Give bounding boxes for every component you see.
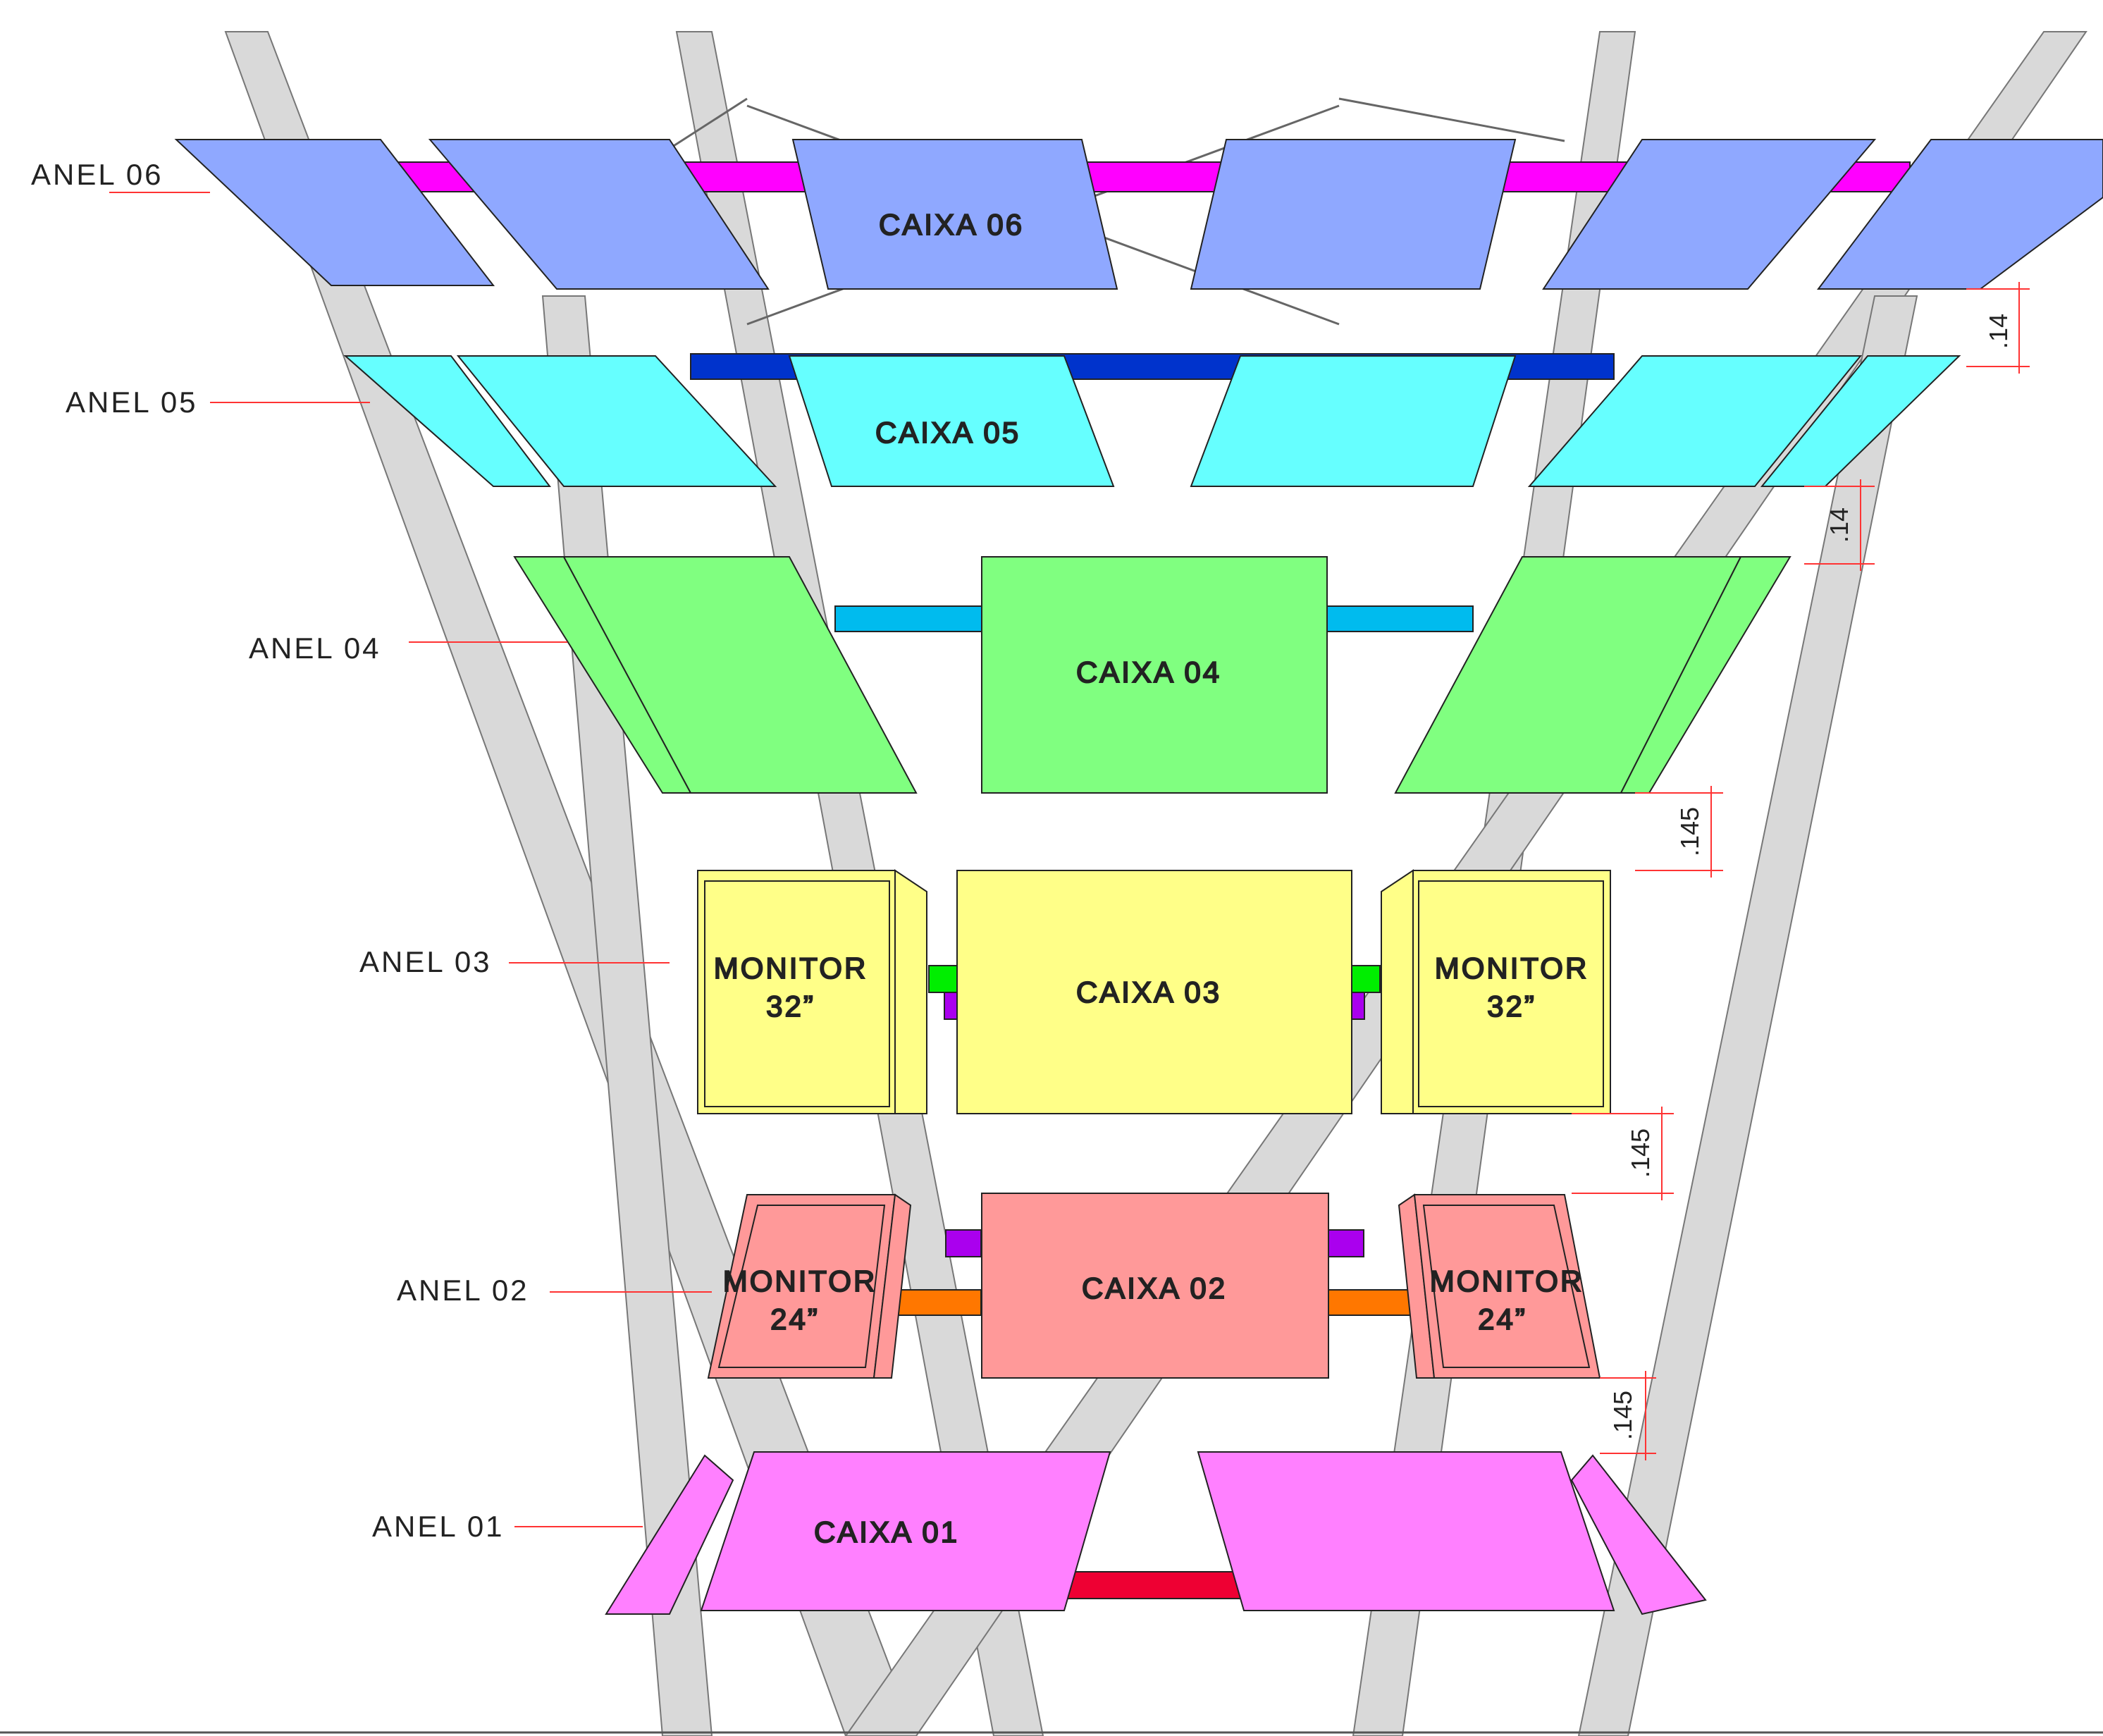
- ring-02: MONITOR 24” CAIXA 02 MONITOR 24”: [707, 1193, 1601, 1379]
- speaker-05-right: [1527, 355, 1863, 487]
- speaker-06-far-left: [174, 139, 495, 286]
- speaker-05-far-left: [343, 355, 552, 487]
- dimension-02-01: .145: [1600, 1371, 1656, 1460]
- monitor-24-left-line2: 24”: [770, 1303, 820, 1336]
- svg-text:.145: .145: [1608, 1391, 1637, 1440]
- monitor-24-right-screen: [1422, 1205, 1591, 1368]
- speaker-04-left: [562, 556, 918, 794]
- monitor-24-left-side: [872, 1193, 912, 1379]
- monitor-24-right-line1: MONITOR: [1430, 1264, 1584, 1298]
- monitor-24-left-line1: MONITOR: [723, 1264, 877, 1298]
- caixa-02: [981, 1193, 1329, 1379]
- monitor-32-left-line1: MONITOR: [714, 952, 868, 985]
- truss-right-outer-lower: [1577, 295, 1918, 1736]
- speaker-06-far-right: [1816, 139, 2103, 290]
- caixa-05: [788, 355, 1115, 487]
- monitor-32-left-line2: 32”: [766, 990, 815, 1023]
- caixa-06-label: CAIXA 06: [879, 208, 1024, 241]
- monitor-32-right-line1: MONITOR: [1435, 952, 1589, 985]
- connector-bar-04-right: [1324, 605, 1474, 632]
- ring-04: CAIXA 04: [513, 556, 1791, 794]
- monitor-32-left-screen: [704, 880, 890, 1107]
- ring-01: CAIXA 01: [605, 1451, 1707, 1615]
- monitor-24-left-screen: [717, 1205, 886, 1368]
- speaker-01-right: [1197, 1451, 1615, 1611]
- connector-bar-03-left-green: [928, 965, 958, 993]
- caixa-01: [700, 1451, 1111, 1611]
- monitor-32-right-line2: 32”: [1487, 990, 1536, 1023]
- svg-text:.145: .145: [1626, 1128, 1655, 1178]
- monitor-24-right-line2: 24”: [1478, 1303, 1527, 1336]
- speaker-06-right: [1542, 139, 1877, 290]
- ring-labels: ANEL 06 ANEL 05 ANEL 04 ANEL 03 ANEL 02 …: [31, 158, 712, 1543]
- ring-06: CAIXA 06: [174, 139, 2103, 290]
- monitor-32-right-side: [1381, 869, 1414, 1114]
- dimension-05-04: .14: [1804, 479, 1875, 571]
- caixa-04: [981, 556, 1328, 794]
- svg-text:.14: .14: [1825, 507, 1854, 543]
- guy-wire: [1338, 97, 1565, 142]
- ring-01-label: ANEL 01: [372, 1510, 505, 1543]
- speaker-01-far-left: [605, 1454, 734, 1615]
- monitor-32-right-screen: [1418, 880, 1604, 1107]
- connector-bar-02-right-purple: [1328, 1229, 1364, 1257]
- ring-02-label: ANEL 02: [397, 1274, 529, 1307]
- monitor-32-left: [697, 870, 896, 1114]
- dimension-06-05: .14: [1966, 282, 2030, 374]
- ring-04-label: ANEL 04: [249, 632, 381, 665]
- svg-text:.145: .145: [1675, 807, 1704, 856]
- ring-05-label: ANEL 05: [66, 386, 198, 419]
- caixa-05-label: CAIXA 05: [875, 416, 1020, 449]
- speaker-05-left: [456, 355, 777, 487]
- speaker-06-left: [428, 139, 770, 290]
- dimension-04-03: .145: [1635, 786, 1723, 878]
- spacing-dimensions: .14 .14 .145 .145 .145: [1572, 282, 2030, 1460]
- dimension-03-02: .145: [1572, 1107, 1674, 1200]
- connector-bar-02-right-orange: [1328, 1289, 1415, 1316]
- connector-bar-03-left-purple: [944, 992, 958, 1020]
- caixa-02-label: CAIXA 02: [1082, 1272, 1227, 1305]
- caixa-06: [791, 139, 1118, 290]
- connector-bar-01: [1063, 1571, 1248, 1599]
- svg-text:.14: .14: [1984, 314, 2013, 349]
- speaker-06-center-right: [1190, 139, 1517, 290]
- connector-bar-02-left-orange: [894, 1289, 982, 1316]
- connector-bar-04-left: [834, 605, 984, 632]
- ring-05: CAIXA 05: [343, 353, 1961, 487]
- ring-03: MONITOR 32” CAIXA 03 MONITOR 32”: [697, 869, 1611, 1114]
- connector-bar-02-left-purple: [945, 1229, 982, 1257]
- caixa-03: [956, 870, 1352, 1114]
- monitor-32-left-side: [894, 869, 927, 1114]
- speaker-05-center-right: [1190, 355, 1517, 487]
- ring-03-label: ANEL 03: [359, 945, 492, 978]
- caixa-01-label: CAIXA 01: [814, 1515, 959, 1549]
- ring-06-label: ANEL 06: [31, 158, 164, 191]
- monitor-32-right: [1412, 870, 1611, 1114]
- connector-bar-03-right-purple: [1351, 992, 1365, 1020]
- connector-bar-03-right-green: [1351, 965, 1381, 993]
- speaker-01-far-right: [1570, 1454, 1707, 1615]
- caixa-04-label: CAIXA 04: [1076, 655, 1221, 689]
- caixa-03-label: CAIXA 03: [1076, 975, 1221, 1009]
